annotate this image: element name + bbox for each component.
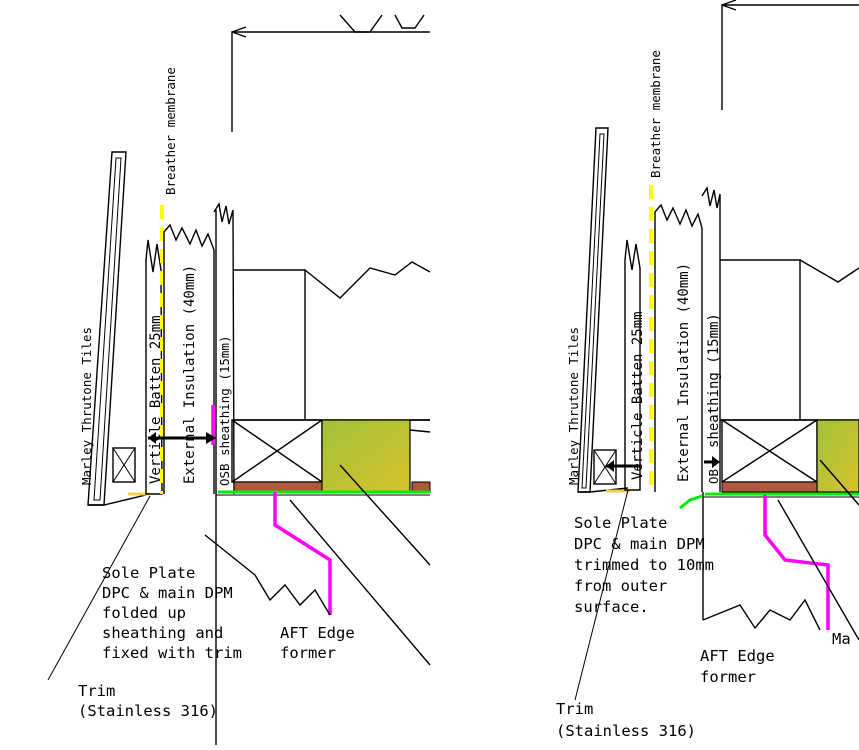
right-trim-line-2: (Stainless 316) [556,722,696,740]
left-aft-line-1: AFT Edge [280,624,355,642]
right-dpm-magenta [763,495,830,630]
right-trim-line-1: Trim [556,700,593,718]
left-trim-line-1: Trim [78,682,115,700]
right-note-line-2: DPC & main DPM [574,535,705,553]
left-sheathing-label: OSB sheathing (15mm) [217,335,232,486]
right-sheathing [701,186,721,620]
left-detail: Marley Thrutone Tiles Breather membrane … [47,14,431,745]
right-cut-label: Ma [832,630,851,648]
left-note-line-4: sheathing and [102,624,223,642]
right-sole-plate [721,481,818,493]
left-aft-line-2: former [280,644,336,662]
right-interior-outline [720,259,859,421]
left-aft-label: AFT Edge former [280,624,364,662]
right-top-frame [721,0,859,110]
right-tiles [577,127,629,493]
left-tiles-label: Marley Thrutone Tiles [79,327,94,485]
left-top-frame [231,14,430,132]
right-trim-label: Trim (Stainless 316) [556,700,696,740]
right-note-line-1: Sole Plate [574,514,667,532]
right-detail: Marley Thrutone Tiles Breather membrane … [556,0,859,740]
left-trim-label: Trim (Stainless 316) [78,682,218,720]
left-note-line-5: fixed with trim [102,644,242,662]
right-sheathing-label: sheathing (15mm) [706,313,722,448]
left-edge-insulation-panel [321,419,411,493]
right-membrane-label: Breather membrane [648,50,663,178]
right-aft-label: AFT Edge former [700,647,784,686]
left-timber-box [231,419,323,483]
left-batten-label: Verticle Batten 25mm [148,315,164,484]
right-batten-label: Verticle Batten 25mm [630,311,646,480]
right-insulation-label: External Insulation (40mm) [676,263,692,482]
left-trim-line-2: (Stainless 316) [78,702,218,720]
left-sheathing [213,202,235,745]
left-note-line-2: DPC & main DPM [102,584,233,602]
right-timber-box [721,419,818,483]
right-tiles-label: Marley Thrutone Tiles [566,327,581,485]
left-note-line-3: folded up [102,604,186,622]
right-note-line-4: from outer [574,577,667,595]
left-note-line-1: Sole Plate [102,564,195,582]
left-batten [145,239,163,495]
left-fixing [148,432,216,444]
left-tiles [87,151,151,506]
left-note: Sole Plate DPC & main DPM folded up shea… [102,564,242,662]
right-aft-line-1: AFT Edge [700,647,775,665]
right-edge-insulation-panel [816,419,859,493]
right-dpm-green-fold [679,494,703,510]
right-aft-line-2: former [700,668,756,686]
left-insulation-label: External Insulation (40mm) [182,265,198,484]
right-tile-block [593,449,617,485]
left-tile-block [112,447,136,483]
right-fixing [606,456,720,472]
right-note: Sole Plate DPC & main DPM trimmed to 10m… [574,514,723,616]
left-insulation [163,223,215,494]
left-interior-outline [234,261,431,421]
right-sheathing-prefix: OB [706,469,721,484]
right-note-line-5: surface. [574,598,649,616]
right-insulation [654,203,703,492]
left-membrane-label: Breather membrane [163,67,178,195]
right-note-line-3: trimmed to 10mm [574,556,714,574]
